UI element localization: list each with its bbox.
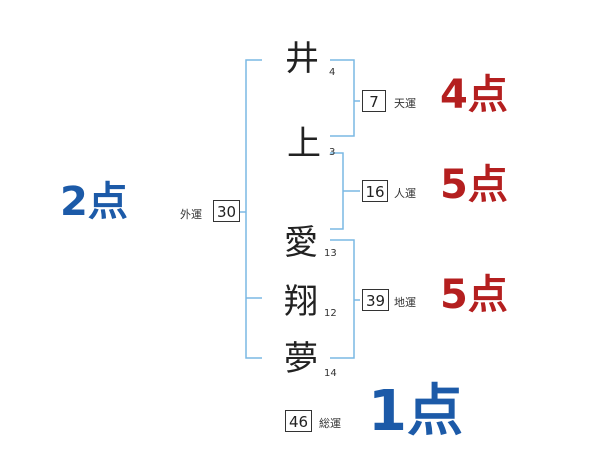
chiun-value-box: 39 [362, 289, 389, 311]
outer-bracket [245, 59, 262, 359]
chiun-label: 地運 [394, 296, 416, 309]
name-char-3: 愛 [284, 223, 318, 263]
jinun-bracket [330, 152, 344, 230]
name-char-1: 井 [285, 39, 319, 79]
jinun-score: 5点 [440, 162, 508, 208]
souun-score: 1点 [368, 379, 463, 444]
jinun-label: 人運 [394, 187, 416, 200]
souun-label: 総運 [319, 417, 341, 430]
gaiun-label: 外運 [180, 208, 202, 221]
stroke-count-4: 12 [324, 308, 337, 319]
tenun-label: 天運 [394, 97, 416, 110]
chiun-score: 5点 [440, 272, 508, 318]
name-char-5: 夢 [284, 339, 318, 379]
gaiun-value-box: 30 [213, 200, 240, 222]
souun-value-box: 46 [285, 410, 312, 432]
name-char-4: 翔 [284, 282, 318, 322]
tenun-bracket [330, 59, 355, 137]
jinun-value-box: 16 [362, 180, 388, 202]
chiun-bracket [330, 239, 355, 359]
stroke-count-1: 4 [329, 67, 336, 78]
tenun-score: 4点 [440, 72, 508, 118]
name-char-2: 上 [287, 124, 321, 164]
stroke-count-2: 3 [329, 147, 336, 158]
stroke-count-3: 13 [324, 248, 337, 259]
tenun-value-box: 7 [362, 90, 386, 112]
gaiun-score: 2点 [60, 179, 128, 225]
stroke-count-5: 14 [324, 368, 337, 379]
